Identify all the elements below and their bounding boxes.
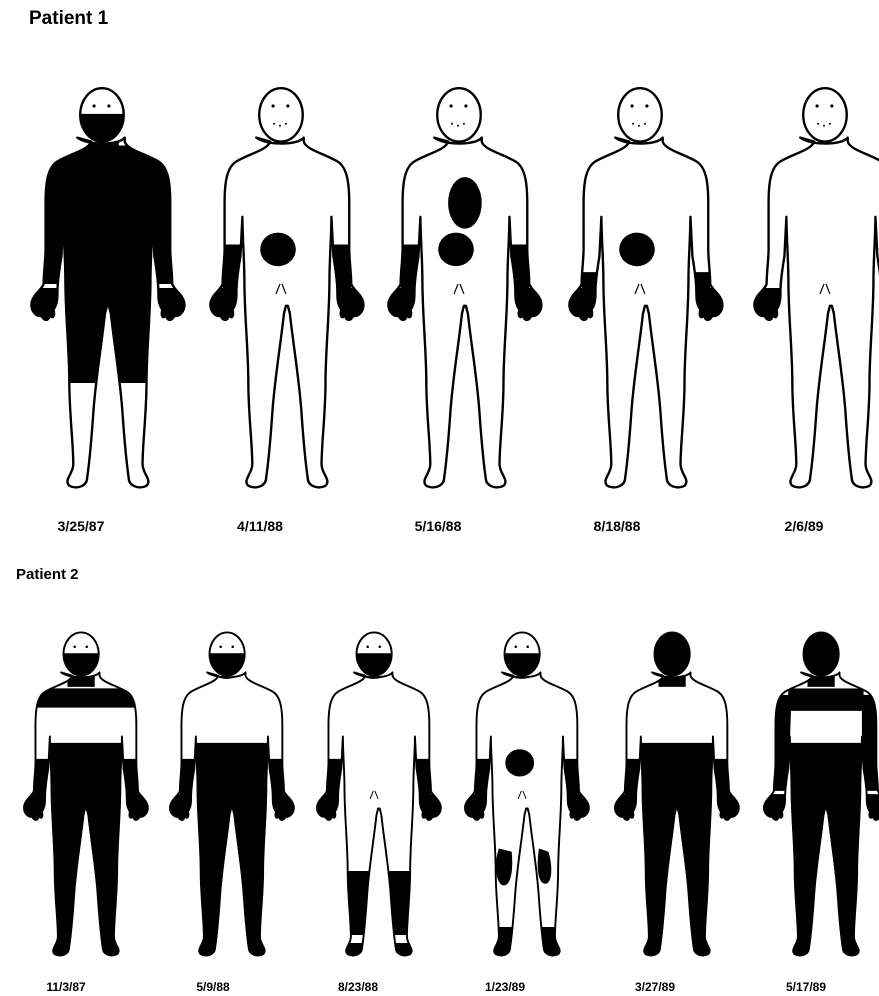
body-diagram <box>546 80 730 492</box>
body-outline-svg <box>298 626 447 959</box>
date-label: 5/9/88 <box>143 980 283 994</box>
body-outline-svg <box>151 626 300 959</box>
date-label: 1/23/89 <box>435 980 575 994</box>
date-label: 8/23/88 <box>288 980 428 994</box>
date-label: 4/11/88 <box>190 518 330 534</box>
body-diagram <box>298 626 447 959</box>
involved-region-feet <box>788 943 863 959</box>
body-outline-svg <box>546 80 730 492</box>
involved-region-abdomen-patch <box>505 749 534 776</box>
body-outline-svg <box>596 626 745 959</box>
body-diagram <box>731 80 879 492</box>
body-outline-svg <box>745 626 879 959</box>
body-outline-svg <box>731 80 879 492</box>
patient-2-heading: Patient 2 <box>16 566 79 583</box>
date-label: 3/25/87 <box>11 518 151 534</box>
body-diagram <box>8 80 192 492</box>
body-outline-svg <box>365 80 549 492</box>
date-label: 8/18/88 <box>547 518 687 534</box>
body-diagram <box>151 626 300 959</box>
involved-region-feet <box>639 943 714 959</box>
involved-region-legs <box>642 807 711 959</box>
involved-region-chest-patch <box>448 177 482 228</box>
body-diagram <box>446 626 595 959</box>
body-outline-svg <box>446 626 595 959</box>
involved-region-shoulders <box>35 688 136 707</box>
involved-region-trunk-lower <box>196 743 268 815</box>
date-label: 2/6/89 <box>734 518 874 534</box>
involved-region-feet <box>341 943 416 959</box>
involved-region-legs <box>51 807 120 959</box>
involved-region-legs <box>791 807 860 959</box>
involved-region-abdomen-patch <box>619 233 655 267</box>
date-label: 11/3/87 <box>0 980 136 994</box>
body-diagram <box>5 626 154 959</box>
involved-region-trunk-lower <box>641 743 713 815</box>
date-label: 5/17/89 <box>736 980 876 994</box>
body-diagram <box>187 80 371 492</box>
involved-region-legs <box>197 807 266 959</box>
involved-region-trunk-lower <box>790 743 862 815</box>
body-diagram <box>745 626 879 959</box>
involved-region-feet <box>48 943 123 959</box>
involved-region-thighs <box>65 304 150 383</box>
body-outline-svg <box>187 80 371 492</box>
body-diagram <box>596 626 745 959</box>
involved-region-knee-patches <box>496 849 551 886</box>
involved-region-abdomen-patch <box>438 233 474 267</box>
body-diagram <box>365 80 549 492</box>
date-label: 3/27/89 <box>585 980 725 994</box>
involved-region-trunk-lower <box>50 743 122 815</box>
involved-region-upper-chest <box>788 688 863 710</box>
involved-region-shins <box>346 871 412 935</box>
patient-1-heading: Patient 1 <box>29 8 108 30</box>
involved-region-feet <box>194 943 269 959</box>
body-outline-svg <box>8 80 192 492</box>
date-label: 5/16/88 <box>368 518 508 534</box>
involved-region-feet <box>489 943 564 959</box>
body-outline-svg <box>5 626 154 959</box>
involved-region-abdomen-patch <box>260 233 296 267</box>
